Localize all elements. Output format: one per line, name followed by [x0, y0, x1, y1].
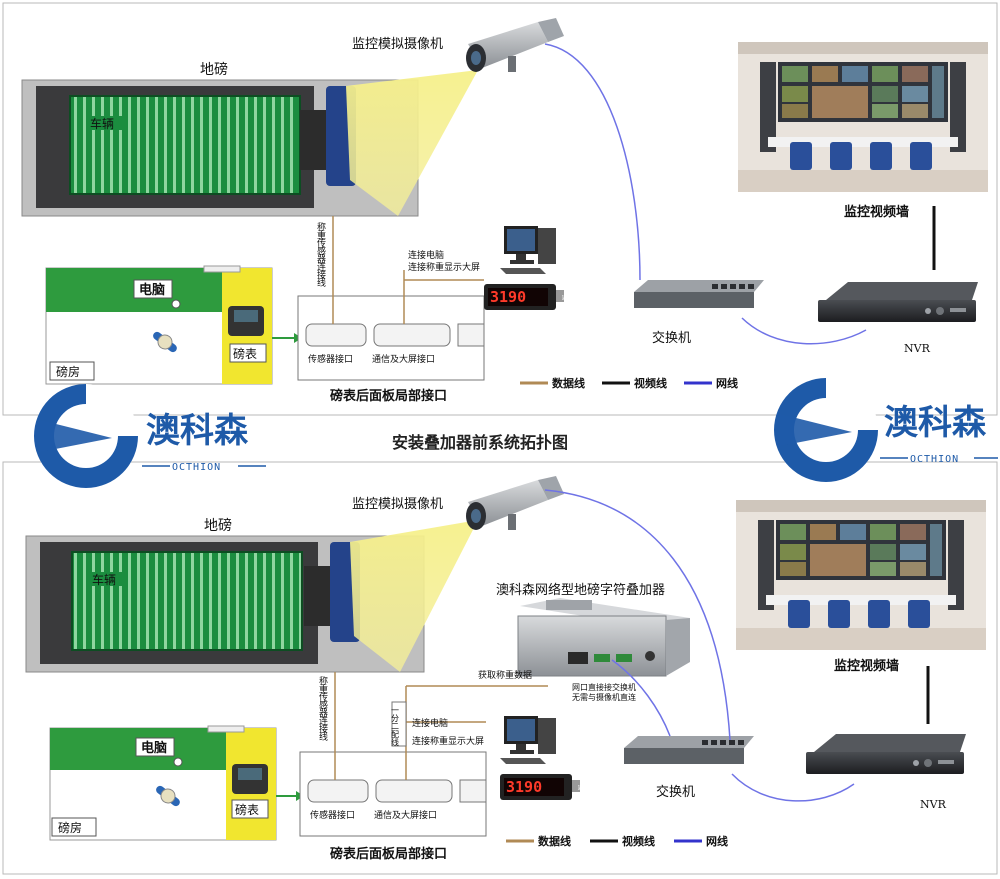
label-nvr-2: NVR — [920, 798, 947, 811]
label-scale-house-2: 磅房 — [58, 820, 82, 835]
overlay-device — [517, 598, 690, 677]
label-overlay-device: 澳科森网络型地磅字符叠加器 — [496, 582, 665, 598]
label-indicator-2: 磅表 — [235, 802, 259, 817]
label-get-weight: 获取称重数据 — [478, 669, 532, 681]
label-rear-panel-2: 磅表后面板局部接口 — [330, 846, 447, 862]
label-videowall-2: 监控视频墙 — [834, 658, 899, 674]
label-computer-2: 电脑 — [141, 740, 167, 756]
logo-right — [774, 378, 998, 482]
label-weighbridge: 地磅 — [200, 61, 228, 78]
label-rear-panel: 磅表后面板局部接口 — [330, 388, 447, 404]
legend-video-2: 视频线 — [622, 834, 655, 848]
label-vehicle: 车辆 — [90, 116, 114, 131]
label-switch-2: 交换机 — [656, 784, 695, 800]
label-sensor-cable: 称重传感器连接线 — [315, 221, 326, 287]
label-sensor-cable-2: 称重传感器连接线 — [317, 675, 328, 741]
legend-net: 网线 — [716, 376, 738, 390]
logo-right-sub: OCTHION — [910, 454, 959, 465]
logo-left-sub: OCTHION — [172, 462, 221, 473]
top-panel — [2, 2, 998, 416]
bottom-panel — [2, 461, 998, 875]
display-unit-2: kg — [578, 785, 586, 792]
label-net-note-1: 网口直接接交换机 — [572, 682, 636, 692]
label-nvr: NVR — [904, 342, 931, 355]
label-connect-display-2: 连接称重显示大屏 — [412, 735, 484, 747]
label-connect-display: 连接称重显示大屏 — [408, 261, 480, 273]
logo-left — [34, 384, 266, 488]
label-camera: 监控模拟摄像机 — [352, 37, 443, 52]
legend-data: 数据线 — [552, 376, 585, 390]
caption-middle: 安装叠加器前系统拓扑图 — [392, 433, 568, 452]
label-weighbridge-2: 地磅 — [204, 517, 232, 534]
label-comm-port: 通信及大屏接口 — [372, 353, 435, 365]
label-sensor-port-2: 传感器接口 — [310, 809, 355, 821]
legend-net-2: 网线 — [706, 834, 728, 848]
label-connect-pc: 连接电脑 — [408, 249, 444, 261]
display-value-2: 3190 — [506, 778, 542, 796]
label-net-note-2: 无需与摄像机直连 — [572, 692, 636, 702]
label-sensor-port: 传感器接口 — [308, 353, 353, 365]
logo-left-text: 澳科森 — [146, 411, 249, 451]
label-indicator: 磅表 — [233, 346, 257, 361]
label-connect-pc-2: 连接电脑 — [412, 717, 448, 729]
display-unit: kg — [562, 295, 570, 302]
label-scale-house: 磅房 — [56, 364, 80, 379]
display-value: 3190 — [490, 288, 526, 306]
logo-right-text: 澳科森 — [884, 403, 987, 443]
label-vehicle-2: 车辆 — [92, 572, 116, 587]
label-computer: 电脑 — [139, 282, 165, 298]
legend-data-2: 数据线 — [538, 834, 571, 848]
label-camera-2: 监控模拟摄像机 — [352, 497, 443, 512]
legend-video: 视频线 — [634, 376, 667, 390]
label-comm-port-2: 通信及大屏接口 — [374, 809, 437, 821]
label-switch: 交换机 — [652, 330, 691, 346]
label-videowall: 监控视频墙 — [844, 204, 909, 220]
label-splitter: 一分二配线 — [391, 706, 400, 746]
